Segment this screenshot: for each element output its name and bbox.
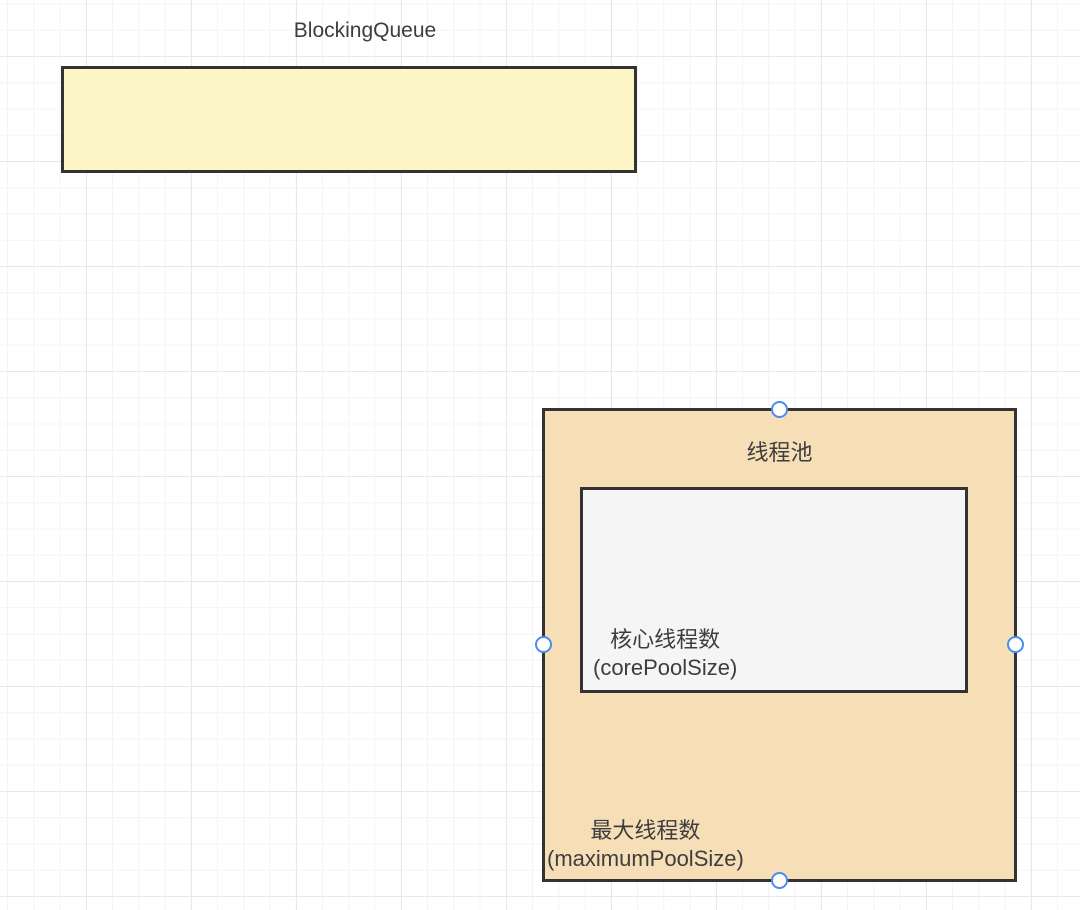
max-pool-label-line1: 最大线程数	[547, 817, 744, 845]
max-pool-label: 最大线程数 (maximumPoolSize)	[547, 817, 744, 873]
resize-handle-left[interactable]	[535, 636, 552, 653]
resize-handle-top[interactable]	[771, 401, 788, 418]
blocking-queue-label: BlockingQueue	[294, 19, 436, 43]
resize-handle-right[interactable]	[1007, 636, 1024, 653]
core-pool-shape[interactable]: 核心线程数 (corePoolSize)	[580, 487, 968, 693]
max-pool-label-line2: (maximumPoolSize)	[547, 845, 744, 873]
core-pool-label-line1: 核心线程数	[593, 626, 737, 654]
thread-pool-shape[interactable]: 线程池 核心线程数 (corePoolSize) 最大线程数 (maximumP…	[542, 408, 1017, 882]
resize-handle-bottom[interactable]	[771, 872, 788, 889]
blocking-queue-shape[interactable]	[61, 66, 637, 173]
thread-pool-title: 线程池	[545, 435, 1014, 467]
core-pool-label: 核心线程数 (corePoolSize)	[593, 626, 737, 682]
core-pool-label-line2: (corePoolSize)	[593, 654, 737, 682]
